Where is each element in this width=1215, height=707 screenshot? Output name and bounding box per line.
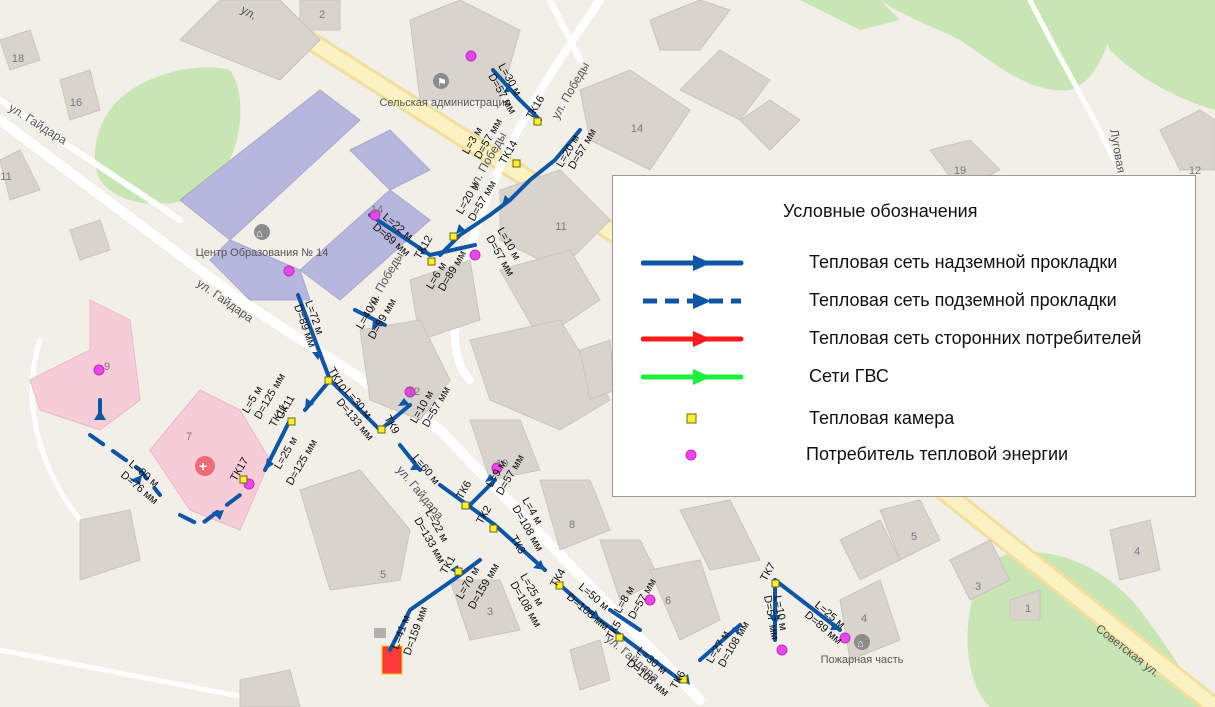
dashed-arrow-line-icon	[643, 293, 741, 309]
svg-text:19: 19	[954, 165, 966, 177]
svg-text:5: 5	[911, 531, 917, 543]
poi-label: Пожарная часть	[821, 654, 904, 666]
svg-text:8: 8	[569, 519, 575, 531]
solid-arrow-line-icon	[641, 255, 744, 271]
svg-text:⌂: ⌂	[857, 638, 864, 650]
svg-text:ТК6: ТК6	[454, 479, 474, 502]
svg-text:4: 4	[861, 613, 867, 625]
street-label: ул.	[239, 2, 260, 22]
svg-text:16: 16	[70, 97, 82, 109]
legend-item-chamber: Тепловая камера	[613, 404, 1197, 434]
svg-text:+: +	[199, 458, 207, 474]
legend-label: Тепловая камера	[809, 408, 955, 428]
legend-label: Сети ГВС	[809, 366, 889, 386]
fire-station-icon	[854, 634, 870, 650]
svg-text:4: 4	[1134, 546, 1140, 558]
svg-text:⌂: ⌂	[256, 228, 263, 240]
administration-icon	[433, 73, 449, 89]
legend-item-aboveground: Тепловая сеть надземной прокладки	[613, 248, 1197, 278]
legend-label: Потребитель тепловой энергии	[806, 444, 1069, 464]
chambers	[239, 117, 780, 684]
svg-text:9: 9	[104, 361, 110, 373]
legend-item-underground: Тепловая сеть подземной прокладки	[613, 286, 1197, 316]
consumer-dots	[93, 50, 851, 656]
svg-text:14: 14	[371, 204, 383, 216]
svg-text:12: 12	[1189, 165, 1201, 177]
legend-item-hot-water: Сети ГВС	[613, 362, 1197, 392]
solid-arrow-line-icon	[641, 369, 744, 385]
green-areas	[94, 0, 1215, 707]
magenta-dot-icon	[685, 449, 697, 461]
school-building	[179, 89, 431, 301]
poi-label: Центр Образования № 14	[196, 247, 329, 259]
svg-text:6: 6	[665, 595, 671, 607]
svg-text:14: 14	[631, 123, 643, 135]
street-label: ул. Гайдара	[6, 101, 69, 148]
svg-text:12: 12	[408, 386, 420, 398]
legend-label: Тепловая сеть подземной прокладки	[809, 290, 1117, 310]
legend-label: Тепловая сеть надземной прокладки	[809, 252, 1118, 272]
flow-arrows	[94, 83, 840, 685]
svg-text:11: 11	[555, 221, 566, 233]
svg-text:3: 3	[487, 606, 493, 618]
svg-text:ТК4: ТК4	[548, 567, 568, 590]
solid-arrow-line-icon	[641, 331, 744, 347]
svg-text:7: 7	[186, 431, 192, 443]
poi-icons: ⚑ ⌂ + ⌂	[195, 73, 870, 650]
svg-text:3: 3	[975, 581, 981, 593]
legend-title: Условные обозначения	[783, 201, 978, 221]
legend-item-third-party: Тепловая сеть сторонних потребителей	[613, 324, 1197, 354]
boiler-stack	[374, 628, 386, 638]
legend-label: Тепловая сеть сторонних потребителей	[809, 328, 1142, 348]
legend-item-consumer: Потребитель тепловой энергии	[613, 440, 1197, 470]
poi-labels: Сельская администрация Центр Образования…	[196, 97, 904, 666]
svg-text:5: 5	[380, 569, 386, 581]
poi-label: Сельская администрация	[379, 97, 510, 109]
svg-text:18: 18	[12, 53, 24, 65]
education-icon	[254, 224, 270, 240]
svg-text:11: 11	[0, 171, 11, 183]
svg-text:2: 2	[319, 9, 325, 21]
svg-text:10: 10	[496, 458, 508, 470]
svg-text:⚑: ⚑	[437, 77, 447, 89]
svg-text:1: 1	[1025, 603, 1031, 615]
building-numbers: 2 18 16 11 14 19 12 11 14 9 7 12 10 8 5 …	[0, 9, 1201, 625]
hospital-icon	[195, 456, 215, 476]
legend-panel: Условные обозначения Тепловая сеть надзе…	[612, 175, 1196, 497]
yellow-square-icon	[686, 413, 697, 424]
